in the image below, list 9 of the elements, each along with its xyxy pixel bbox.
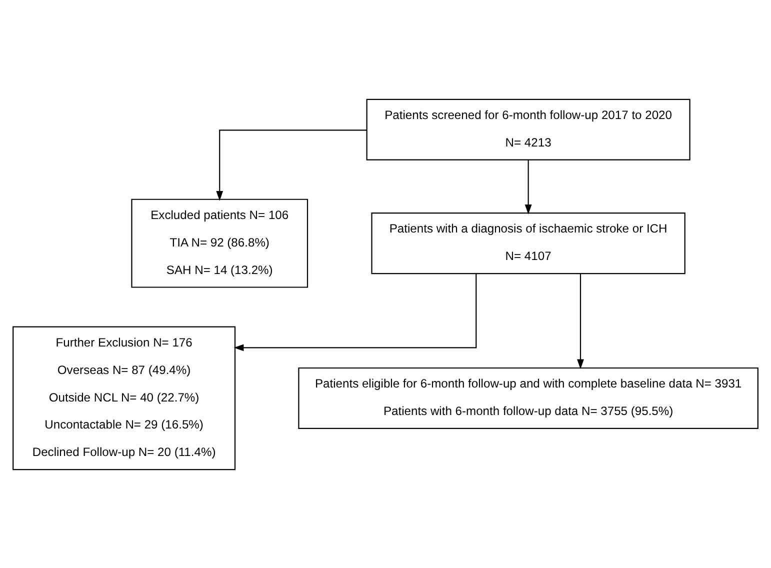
node-box: Excluded patients N= 106 TIA N= 92 (86.8%) SAH N= 14 (13.2%) (131, 198, 308, 288)
node-box: Patients screened for 6-month follow-up 2017 to 2020 N= 4213 (366, 98, 690, 160)
arrow (234, 273, 477, 351)
arrow (577, 273, 584, 369)
node-box: Patients eligible for 6-month follow-up and with complete baseline data N= 3931 Patients with 6-month follow-up data N= 3755 (95.5%) (298, 366, 758, 428)
node-box: Further Exclusion N= 176 Overseas N= 87 (49.4%) Outside NCL N= 40 (22.7%) Uncontactable N= 29 (16.5%) Declined Follow-up N= 20 (11.4%) (12, 326, 236, 470)
arrow (524, 160, 532, 214)
arrow (216, 129, 367, 200)
node-box: Patients with a diagnosis of ischaemic stroke or ICH N= 4107 (371, 212, 686, 274)
